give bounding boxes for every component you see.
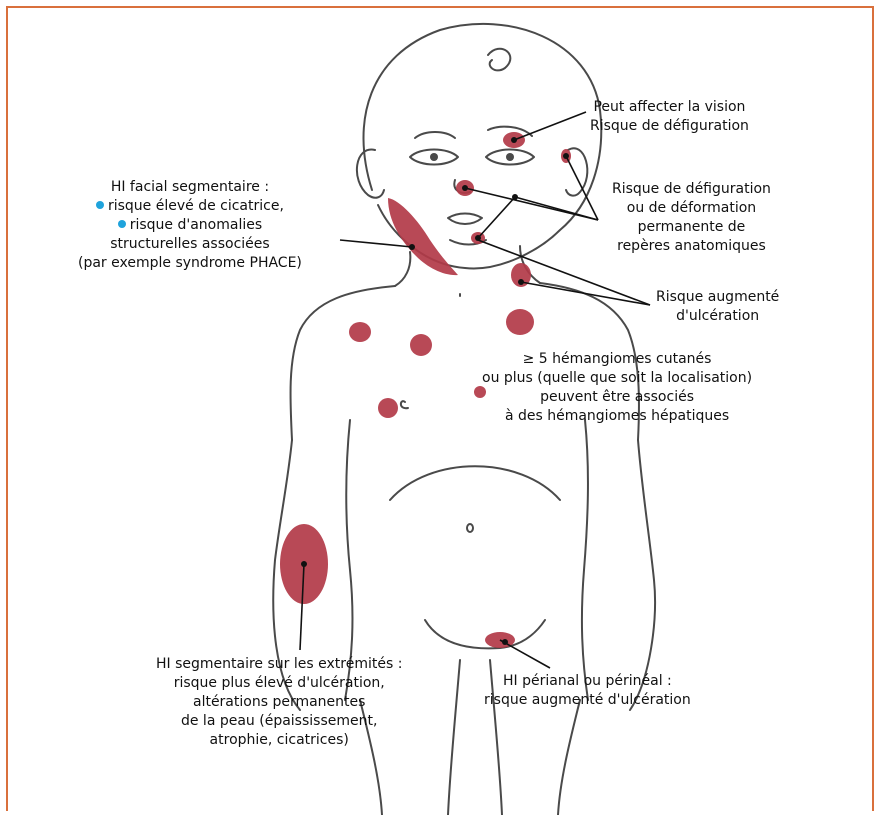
hair-curl <box>488 49 510 71</box>
label-facial-line4: (par exemple syndrome PHACE) <box>78 254 302 273</box>
dot-nose <box>462 185 468 191</box>
leader-defig-lip-b <box>515 197 598 220</box>
bullet-icon <box>118 220 126 228</box>
dot-arm <box>301 561 307 567</box>
lesion-facial-segment <box>388 198 458 275</box>
label-ulc-line1: Risque augmenté <box>656 288 779 307</box>
right-pupil <box>506 153 514 161</box>
left-pupil <box>430 153 438 161</box>
label-ulc-line2: d'ulcération <box>656 307 779 326</box>
leader-perianal <box>500 640 550 668</box>
label-ext-line1: HI segmentaire sur les extrémités : <box>156 655 402 674</box>
left-eyebrow <box>415 132 455 138</box>
label-extremities: HI segmentaire sur les extrémités : risq… <box>156 655 402 750</box>
label-perianal-line1: HI périanal ou périnéal : <box>484 672 691 691</box>
dot-ear <box>563 153 569 159</box>
belly <box>390 466 560 500</box>
label-defig-line1: Risque de défiguration <box>612 180 771 199</box>
neck-left <box>395 252 410 286</box>
label-facial-bullet1: risque élevé de cicatrice, <box>78 197 302 216</box>
lesion-shoulder <box>506 309 534 335</box>
label-multiple-line2: ou plus (quelle que soit la localisation… <box>482 369 752 388</box>
dot-facial <box>409 244 415 250</box>
label-vision-line1: Peut affecter la vision <box>590 98 749 117</box>
right-leg <box>558 700 580 815</box>
label-facial-bullet2-text: risque d'anomalies <box>130 217 262 233</box>
label-ext-line5: atrophie, cicatrices) <box>156 731 402 750</box>
label-defig-line4: repères anatomiques <box>612 237 771 256</box>
label-multiple-line1: ≥ 5 hémangiomes cutanés <box>482 350 752 369</box>
label-facial: HI facial segmentaire : risque élevé de … <box>78 178 302 273</box>
label-vision-line2: Risque de défiguration <box>590 117 749 136</box>
lesion-chest-2 <box>410 334 432 356</box>
label-facial-title: HI facial segmentaire : <box>78 178 302 197</box>
left-shoulder <box>290 286 395 440</box>
mouth <box>448 214 482 225</box>
right-arm <box>630 440 655 710</box>
groin <box>425 620 545 648</box>
leader-vision <box>514 112 586 140</box>
bullet-icon <box>96 201 104 209</box>
inner-leg-left <box>448 660 460 815</box>
label-ext-line3: altérations permanentes <box>156 693 402 712</box>
label-facial-bullet1-text: risque élevé de cicatrice, <box>108 198 284 214</box>
navel <box>467 524 473 532</box>
label-perianal-line2: risque augmenté d'ulcération <box>484 691 691 710</box>
leader-defig-lip-a <box>478 197 515 238</box>
label-vision: Peut affecter la vision Risque de défigu… <box>590 98 749 136</box>
label-multiple-line3: peuvent être associés <box>482 388 752 407</box>
dot-lip-junction <box>512 194 518 200</box>
label-ulceration: Risque augmenté d'ulcération <box>656 288 779 326</box>
label-facial-bullet2: risque d'anomalies <box>78 216 302 235</box>
leader-facial <box>340 240 412 247</box>
label-facial-line3: structurelles associées <box>78 235 302 254</box>
label-ext-line2: risque plus élevé d'ulcération, <box>156 674 402 693</box>
leader-defig-ear <box>566 156 598 220</box>
leader-ulc-neck <box>521 282 650 305</box>
right-inner-arm <box>582 420 588 700</box>
dot-lip <box>475 235 481 241</box>
lesion-chest-1 <box>349 322 371 342</box>
dot-perianal <box>502 639 508 645</box>
dot-vision <box>511 137 517 143</box>
label-defig-line2: ou de déformation <box>612 199 771 218</box>
label-defiguration: Risque de défiguration ou de déformation… <box>612 180 771 256</box>
nipple <box>401 401 408 408</box>
label-defig-line3: permanente de <box>612 218 771 237</box>
lesion-chest-3 <box>378 398 398 418</box>
label-multiple-line4: à des hémangiomes hépatiques <box>482 407 752 426</box>
left-ear <box>357 150 384 198</box>
dot-neck <box>518 279 524 285</box>
label-ext-line4: de la peau (épaississement, <box>156 712 402 731</box>
label-multiple: ≥ 5 hémangiomes cutanés ou plus (quelle … <box>482 350 752 426</box>
label-perianal: HI périanal ou périnéal : risque augment… <box>484 672 691 710</box>
